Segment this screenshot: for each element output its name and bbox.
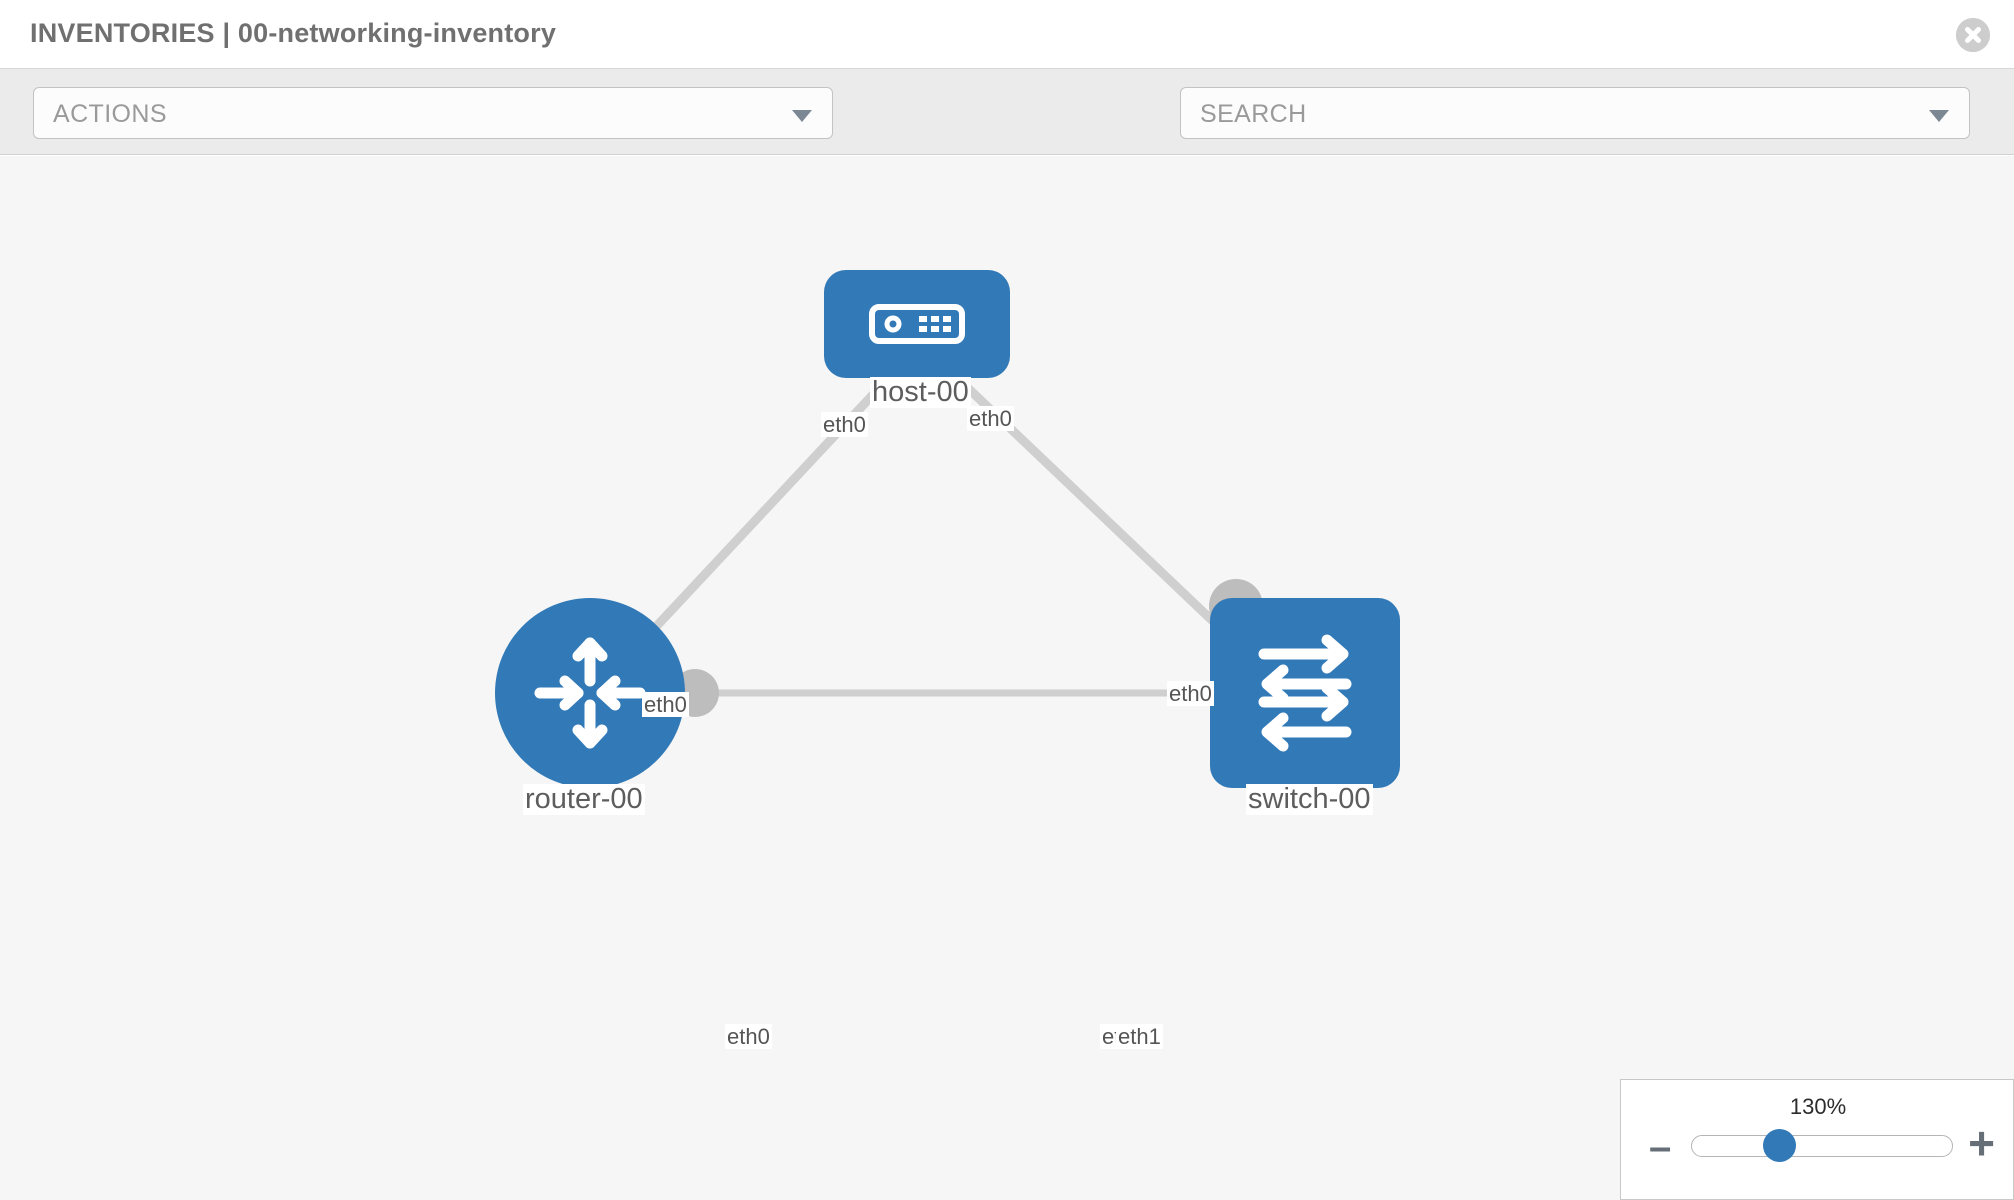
node-label-switch-00: switch-00 <box>1246 783 1373 816</box>
topology-canvas[interactable]: host-00 <box>0 156 2014 1200</box>
search-input[interactable]: SEARCH <box>1180 87 1970 139</box>
zoom-slider-track[interactable] <box>1691 1135 1953 1157</box>
zoom-slider-thumb[interactable] <box>1763 1129 1796 1162</box>
switch-node-shape <box>1210 598 1400 788</box>
plus-icon[interactable]: + <box>1968 1117 1995 1169</box>
search-placeholder: SEARCH <box>1200 100 1307 128</box>
edge-label-switch-up: eth0 <box>1167 681 1214 707</box>
host-node-shape <box>824 270 1010 378</box>
edge-label-switch-left: eth1 <box>1116 1024 1163 1050</box>
actions-dropdown-label: ACTIONS <box>53 100 167 128</box>
edge-label-router-right: eth0 <box>725 1024 772 1050</box>
close-icon[interactable] <box>1956 18 1990 52</box>
switch-arrows-icon <box>1258 634 1352 752</box>
node-switch-00[interactable]: switch-00 <box>1210 598 1400 816</box>
chevron-down-icon <box>792 110 812 122</box>
node-label-router-00: router-00 <box>523 783 645 816</box>
toolbar: ACTIONS SEARCH <box>0 69 2014 201</box>
node-label-host-00: host-00 <box>870 376 971 409</box>
edge-label-router-up: eth0 <box>642 692 689 718</box>
router-arrows-icon <box>534 637 646 749</box>
node-host-00[interactable]: host-00 <box>824 270 1010 409</box>
edge-label-host-left: eth0 <box>821 412 868 438</box>
actions-dropdown[interactable]: ACTIONS <box>33 87 833 139</box>
chevron-down-icon <box>1929 110 1949 122</box>
edge-label-host-right: eth0 <box>967 406 1014 432</box>
server-device-icon <box>869 304 965 344</box>
minus-icon[interactable]: – <box>1649 1125 1672 1169</box>
page-header: INVENTORIES | 00-networking-inventory <box>0 0 2014 69</box>
zoom-level-label: 130% <box>1789 1094 1847 1119</box>
page-title: INVENTORIES | 00-networking-inventory <box>30 18 557 48</box>
zoom-control-panel: 130% – + <box>1620 1079 2014 1200</box>
